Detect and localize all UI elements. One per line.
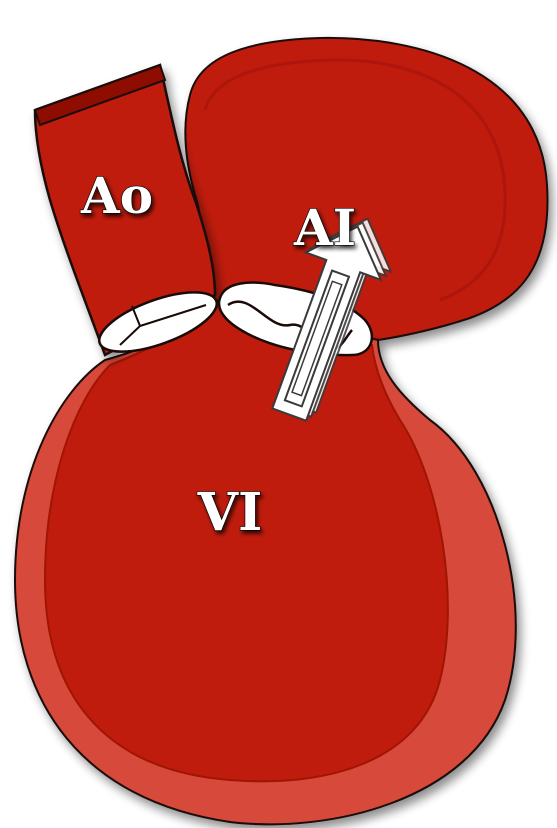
label-left-atrium: AI — [293, 198, 356, 257]
left-ventricle — [15, 300, 516, 824]
label-aorta: Ao — [80, 166, 153, 225]
label-left-ventricle: VI — [197, 482, 263, 543]
